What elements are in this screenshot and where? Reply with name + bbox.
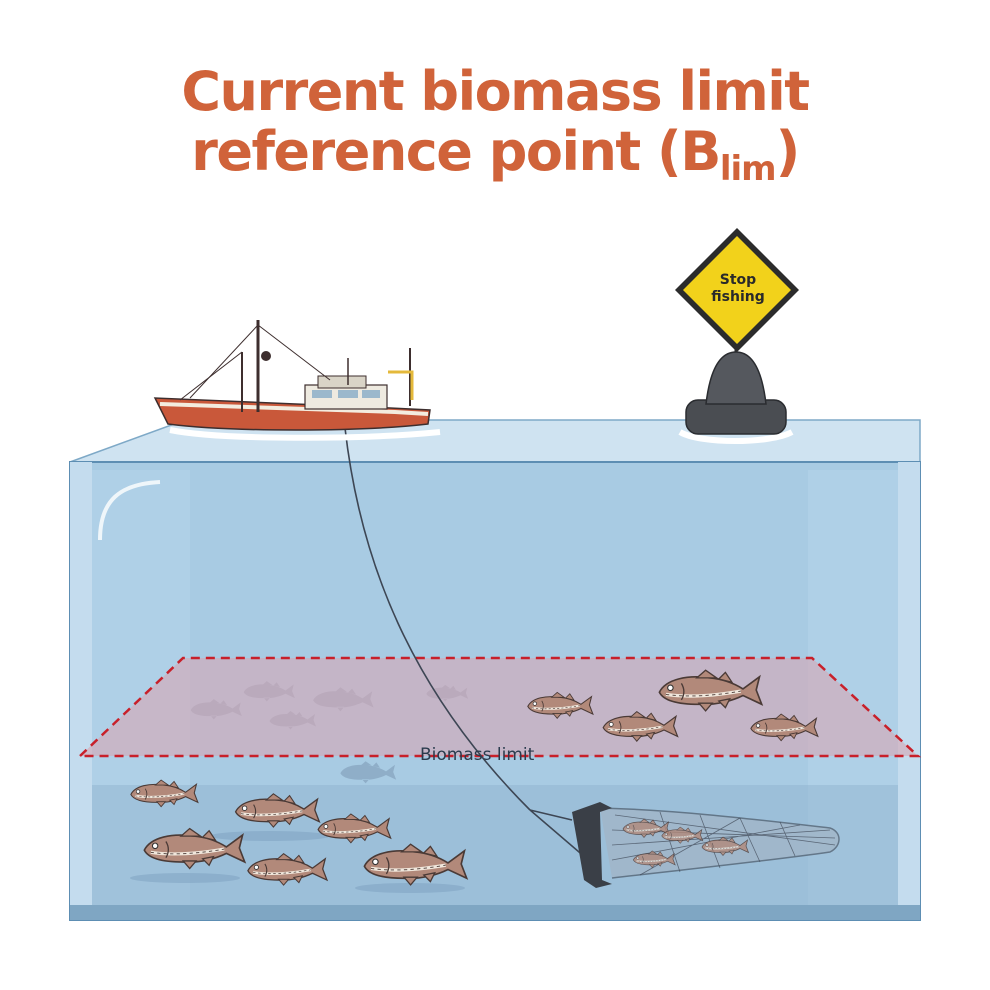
title-line-2-suffix: ) — [775, 120, 801, 183]
sign-line-2: fishing — [711, 289, 764, 305]
fishing-net-icon — [529, 802, 840, 888]
title-line-2-text: reference point (B — [191, 120, 721, 183]
sign-line-1: Stop — [720, 272, 756, 288]
fishing-line — [344, 427, 531, 811]
stop-fishing-sign-icon: Stop fishing — [675, 228, 799, 352]
fishing-boat-icon — [153, 320, 441, 441]
buoy-icon — [678, 330, 794, 444]
title-subscript: lim — [719, 149, 777, 189]
title-line-1: Current biomass limit — [181, 60, 810, 123]
biomass-limit-label: Biomass limit — [420, 745, 535, 765]
biomass-limit-plane — [76, 656, 922, 758]
fish-below-limit — [129, 778, 469, 893]
title-line-2: reference point (Blim) — [0, 120, 990, 190]
diagram-title: Current biomass limit reference point (B… — [0, 60, 990, 190]
